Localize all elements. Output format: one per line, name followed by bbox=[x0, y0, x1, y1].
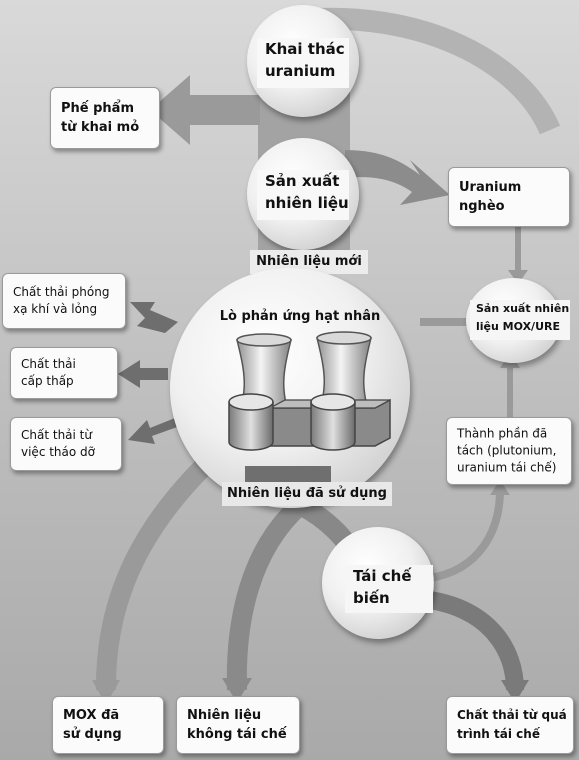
reactor-base-bar bbox=[245, 466, 331, 482]
arrow-to-khong-tai-che bbox=[226, 497, 307, 691]
tai-che-label: Tái chế biến bbox=[345, 565, 433, 613]
arrow-to-uranium-ngheo bbox=[345, 150, 450, 205]
khong-tai-che-text: Nhiên liệu không tái chế bbox=[187, 708, 287, 742]
arrow-to-chat-thai-thap bbox=[118, 360, 168, 388]
khong-tai-che-box: Nhiên liệu không tái chế bbox=[176, 696, 300, 754]
nhien-lieu-da-su-dung-label: Nhiên liệu đã sử dụng bbox=[222, 482, 392, 506]
cooling-towers-icon bbox=[228, 331, 391, 451]
san-xuat-label: Sản xuất nhiên liệu bbox=[257, 170, 349, 220]
chat-thai-tai-che-box: Chất thải từ quá trình tái chế bbox=[446, 696, 574, 754]
arrow-to-chat-thai-tai-che bbox=[428, 591, 524, 691]
mox-ure-label: Sản xuất nhiên liệu MOX/URE bbox=[470, 300, 570, 340]
thanh-phan-box: Thành phần đã tách (plutonium, uranium t… bbox=[446, 417, 572, 485]
uranium-ngheo-text: Uranium nghèo bbox=[459, 180, 522, 214]
mox-da-su-dung-box: MOX đã sử dụng bbox=[52, 696, 164, 754]
arrow-to-thanh-phan bbox=[429, 489, 504, 582]
phe-pham-box: Phế phẩm từ khai mỏ bbox=[50, 87, 160, 149]
arrow-to-phe-pham bbox=[150, 75, 260, 145]
chat-thai-thao-do-box: Chất thải từ việc tháo dỡ bbox=[10, 417, 122, 471]
lo-phan-ung-label: Lò phản ứng hạt nhân bbox=[219, 309, 381, 324]
chat-thai-thao-do-text: Chất thải từ việc tháo dỡ bbox=[21, 428, 96, 459]
chat-thai-khi-text: Chất thải phóng xạ khí và lỏng bbox=[13, 285, 110, 316]
arrow-to-chat-thai-khi bbox=[130, 302, 178, 333]
arrow-to-mox-da-su-dung bbox=[95, 432, 239, 691]
uranium-ngheo-box: Uranium nghèo bbox=[448, 167, 570, 227]
mox-da-su-dung-text: MOX đã sử dụng bbox=[63, 708, 122, 742]
chat-thai-thap-box: Chất thải cấp thấp bbox=[10, 347, 118, 399]
chat-thai-khi-box: Chất thải phóng xạ khí và lỏng bbox=[2, 273, 126, 329]
arrow-to-chat-thai-thao-do bbox=[128, 418, 180, 444]
khai-thac-label: Khai thác uranium bbox=[257, 38, 349, 88]
thanh-phan-text: Thành phần đã tách (plutonium, uranium t… bbox=[457, 426, 557, 475]
phe-pham-text: Phế phẩm từ khai mỏ bbox=[61, 101, 140, 135]
chat-thai-thap-text: Chất thải cấp thấp bbox=[21, 357, 76, 388]
chat-thai-tai-che-text: Chất thải từ quá trình tái chế bbox=[457, 708, 567, 741]
loop-arrow-top bbox=[299, 7, 561, 135]
